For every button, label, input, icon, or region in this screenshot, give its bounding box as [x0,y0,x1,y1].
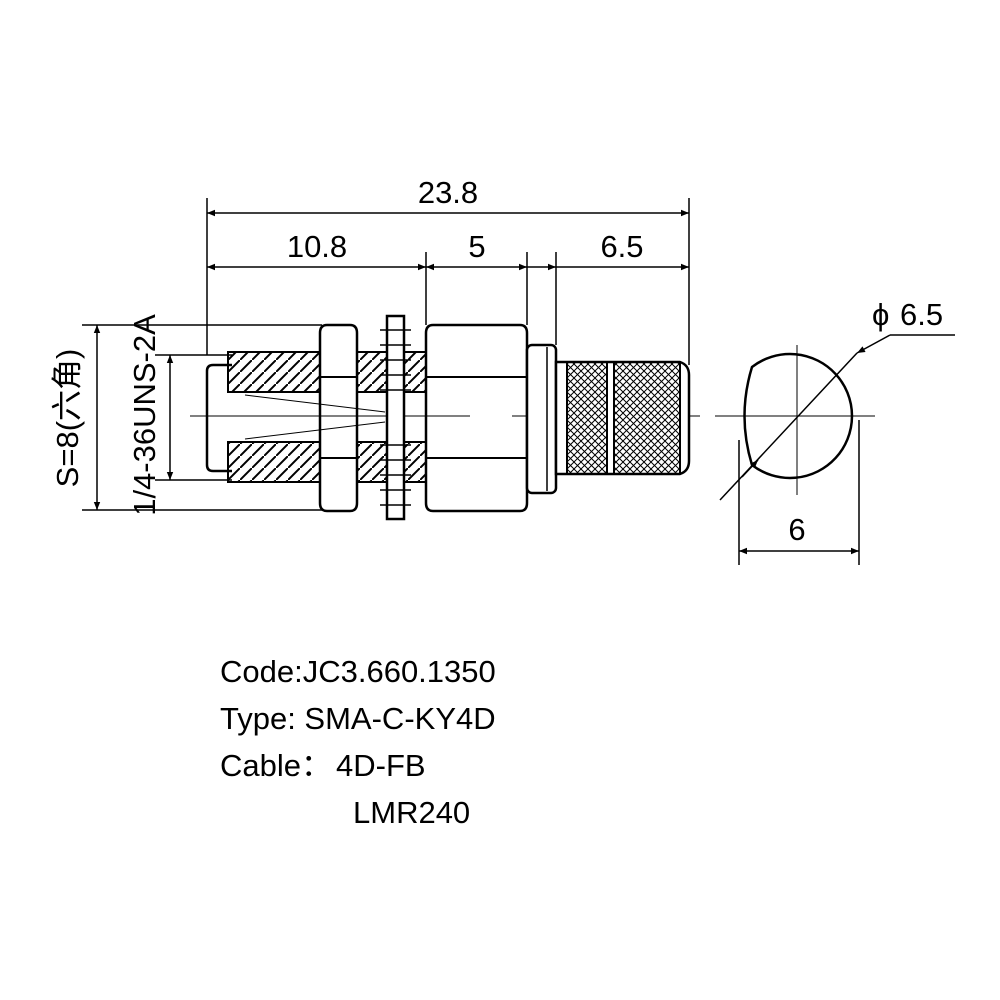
hex-nut [318,323,359,513]
product-info: Code:JC3.660.1350 Type: SMA-C-KY4D Cable… [220,648,496,836]
end-view [715,334,955,565]
product-type: Type: SMA-C-KY4D [220,701,496,736]
dim-thread: 1/4-36UNS-2A [127,314,162,516]
dim-flat-width: 6 [788,512,805,547]
dim-front-length: 10.8 [287,229,347,264]
dim-diameter-symbol: ϕ [872,297,889,332]
dim-middle-length: 5 [468,229,485,264]
front-thread-top [227,351,321,393]
dim-hex-size: S=8(六角) [50,349,85,488]
dim-diameter: 6.5 [900,297,943,332]
cable-row: Cable：4D-FB [220,742,496,789]
product-code: Code:JC3.660.1350 [220,654,496,689]
dim-rear-length: 6.5 [600,229,643,264]
lock-washer [380,314,411,521]
cable-2: LMR240 [353,795,471,830]
connector-body [190,314,700,521]
left-dimensions [82,324,322,511]
top-dimensions [206,198,690,365]
crimp-ferrule [554,360,691,476]
dim-overall-length: 23.8 [418,175,478,210]
collar [525,343,558,495]
cable-1: 4D-FB [336,748,426,783]
body-hex [424,323,529,513]
front-thread-bottom [227,441,321,483]
cable-label: Cable： [220,748,332,783]
